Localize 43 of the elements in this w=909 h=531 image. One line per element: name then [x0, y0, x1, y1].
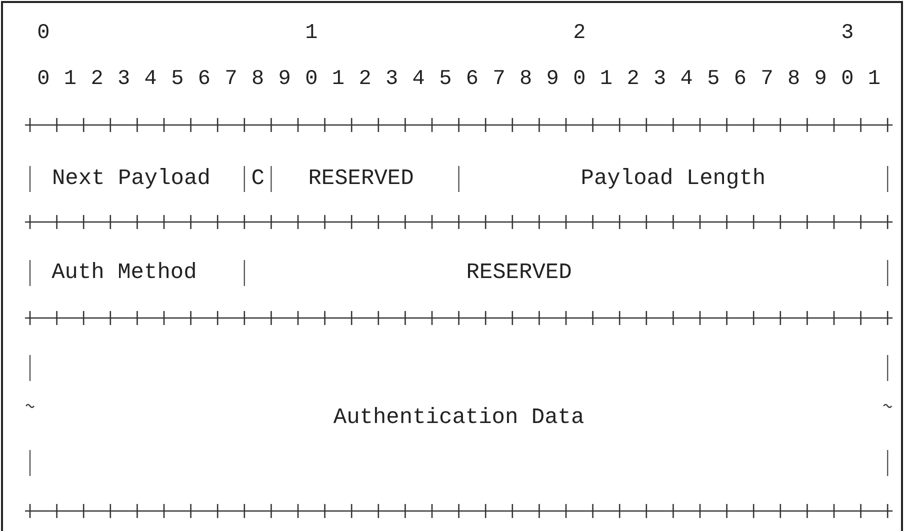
- bit-number: 1: [868, 68, 880, 92]
- bit-number: 0: [573, 68, 586, 92]
- bit-number: 4: [680, 68, 693, 92]
- field-label: RESERVED: [308, 166, 414, 192]
- bit-number: 9: [814, 68, 827, 92]
- field-label: Auth Method: [52, 260, 197, 286]
- bit-tens-number: 1: [305, 22, 318, 46]
- bit-number: 1: [600, 68, 612, 92]
- bit-number: 3: [118, 68, 130, 92]
- bit-tens-number: 0: [37, 22, 50, 46]
- bit-number: 6: [198, 68, 210, 92]
- field-label: RESERVED: [466, 260, 572, 286]
- bit-number: 1: [332, 68, 344, 92]
- bit-number: 6: [734, 68, 746, 92]
- bit-number: 4: [144, 68, 157, 92]
- bit-number: 3: [386, 68, 398, 92]
- bit-number: 8: [788, 68, 800, 92]
- bit-tens-number: 2: [573, 22, 586, 46]
- bit-number: 3: [654, 68, 666, 92]
- bit-number: 2: [90, 68, 104, 92]
- bit-number: 5: [439, 68, 452, 92]
- bit-number: 7: [760, 68, 774, 92]
- bit-number: 9: [278, 68, 291, 92]
- bit-number: 8: [252, 68, 264, 92]
- bit-number: 5: [707, 68, 720, 92]
- bit-number: 0: [841, 68, 854, 92]
- bit-number: 0: [305, 68, 318, 92]
- bit-number: 5: [171, 68, 184, 92]
- bit-number: 4: [412, 68, 425, 92]
- field-label: Authentication Data: [333, 405, 584, 431]
- bit-number: 2: [626, 68, 640, 92]
- bit-number: 1: [64, 68, 76, 92]
- bit-number: 9: [546, 68, 559, 92]
- bit-number: 0: [37, 68, 50, 92]
- bit-tens-number: 3: [841, 22, 854, 46]
- field-label: Next Payload: [52, 166, 210, 192]
- field-label: Payload Length: [580, 166, 766, 192]
- bit-number: 8: [520, 68, 532, 92]
- bit-number: 7: [492, 68, 506, 92]
- bit-number: 2: [358, 68, 372, 92]
- field-label: C: [251, 166, 264, 192]
- bit-number: 7: [224, 68, 238, 92]
- bit-number: 6: [466, 68, 478, 92]
